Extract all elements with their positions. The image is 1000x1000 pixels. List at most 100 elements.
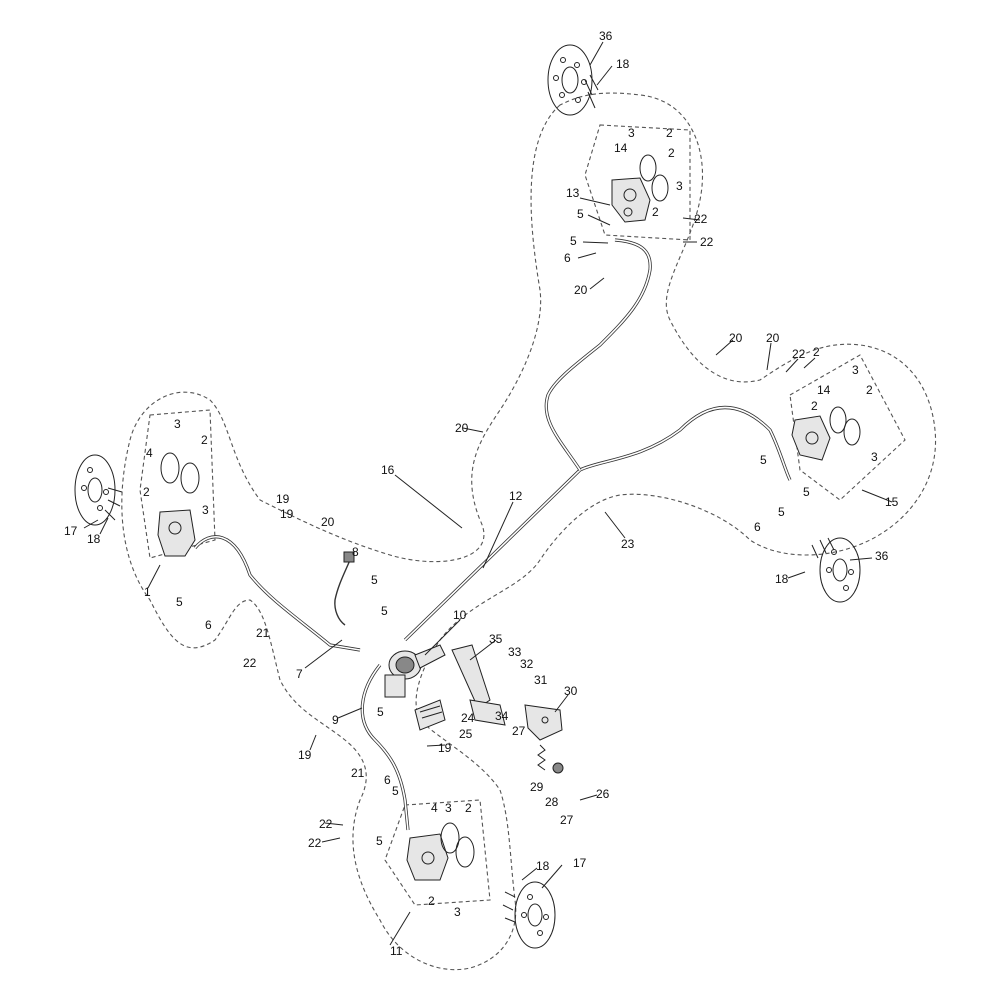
callout-2: 2 (866, 383, 873, 397)
callout-17: 17 (64, 524, 78, 538)
sensor-cable (334, 551, 355, 626)
callout-19: 19 (280, 507, 294, 521)
callout-17: 17 (573, 856, 587, 870)
callout-2: 2 (811, 399, 818, 413)
callout-5: 5 (176, 595, 183, 609)
callout-11: 11 (390, 944, 403, 958)
callout-5: 5 (803, 485, 810, 499)
brake-disc-top (547, 44, 593, 116)
callout-19: 19 (298, 748, 312, 762)
callout-30: 30 (564, 684, 578, 698)
callout-20: 20 (455, 421, 469, 435)
callout-14: 14 (614, 141, 628, 155)
callout-3: 3 (628, 126, 635, 140)
pedal-pad (414, 699, 446, 731)
callout-18: 18 (616, 57, 630, 71)
callout-2: 2 (143, 485, 150, 499)
callout-7: 7 (296, 667, 303, 681)
callout-36: 36 (599, 29, 613, 43)
callout-6: 6 (564, 251, 571, 265)
callout-labels: 36 18 3 2 14 2 3 13 2 5 22 5 22 6 20 20 … (64, 29, 899, 958)
caliper-bottom (406, 833, 449, 881)
callout-35: 35 (489, 632, 503, 646)
disc-bolts-left (104, 487, 123, 521)
caliper-right (791, 415, 831, 461)
callout-2: 2 (652, 205, 659, 219)
callout-5: 5 (760, 453, 767, 467)
brake-pads-bottom (440, 822, 475, 868)
callout-4: 4 (146, 446, 153, 460)
callout-10: 10 (453, 608, 467, 622)
callout-5: 5 (371, 573, 378, 587)
callout-29: 29 (530, 780, 544, 794)
brake-line-front (544, 238, 652, 471)
callout-4: 4 (431, 801, 438, 815)
brake-pads-left (160, 452, 200, 494)
callout-33: 33 (508, 645, 522, 659)
callout-25: 25 (459, 727, 473, 741)
callout-8: 8 (352, 545, 359, 559)
callout-22: 22 (308, 836, 322, 850)
callout-5: 5 (577, 207, 584, 221)
callout-31: 31 (534, 673, 548, 687)
callout-32: 32 (520, 657, 534, 671)
callout-26: 26 (596, 787, 610, 801)
callout-19: 19 (438, 741, 452, 755)
pedal-spring (537, 744, 564, 774)
callout-5: 5 (377, 705, 384, 719)
callout-5: 5 (570, 234, 577, 248)
callout-2: 2 (428, 894, 435, 908)
callout-22: 22 (700, 235, 714, 249)
callout-5: 5 (376, 834, 383, 848)
callout-2: 2 (201, 433, 208, 447)
callout-13: 13 (566, 186, 580, 200)
callout-3: 3 (202, 503, 209, 517)
callout-21: 21 (256, 626, 270, 640)
callout-3: 3 (174, 417, 181, 431)
master-cylinder (384, 644, 446, 698)
callout-2: 2 (666, 126, 673, 140)
callout-5: 5 (381, 604, 388, 618)
callout-6: 6 (205, 618, 212, 632)
callout-3: 3 (454, 905, 461, 919)
callout-16: 16 (381, 463, 395, 477)
callout-3: 3 (871, 450, 878, 464)
disc-bolts-right (811, 537, 835, 559)
assembly-outline (121, 92, 937, 971)
callout-28: 28 (545, 795, 559, 809)
callout-34: 34 (495, 709, 509, 723)
caliper-top (611, 177, 651, 223)
brake-pads-top (639, 154, 669, 202)
callout-22: 22 (694, 212, 708, 226)
caliper-frame-bottom (384, 799, 491, 906)
callout-24: 24 (461, 711, 475, 725)
callout-2: 2 (813, 345, 820, 359)
callout-15: 15 (885, 495, 899, 509)
callout-20: 20 (321, 515, 335, 529)
callout-20: 20 (766, 331, 780, 345)
brake-line-left (193, 535, 361, 652)
callout-2: 2 (668, 146, 675, 160)
callout-27: 27 (560, 813, 574, 827)
disc-bolts-bottom (502, 891, 516, 923)
callout-9: 9 (332, 713, 339, 727)
callout-21: 21 (351, 766, 365, 780)
callout-3: 3 (852, 363, 859, 377)
callout-12: 12 (509, 489, 523, 503)
callout-27: 27 (512, 724, 526, 738)
callout-23: 23 (621, 537, 635, 551)
callout-2: 2 (465, 801, 472, 815)
brake-line-main (403, 406, 792, 642)
callout-3: 3 (445, 801, 452, 815)
brake-disc-right (819, 537, 861, 603)
callout-22: 22 (243, 656, 257, 670)
callout-18: 18 (87, 532, 101, 546)
callout-18: 18 (775, 572, 789, 586)
disc-bolts-top (584, 74, 599, 109)
callout-6: 6 (754, 520, 761, 534)
callout-22: 22 (319, 817, 333, 831)
callout-18: 18 (536, 859, 550, 873)
callout-1: 1 (144, 585, 151, 599)
callout-19: 19 (276, 492, 290, 506)
